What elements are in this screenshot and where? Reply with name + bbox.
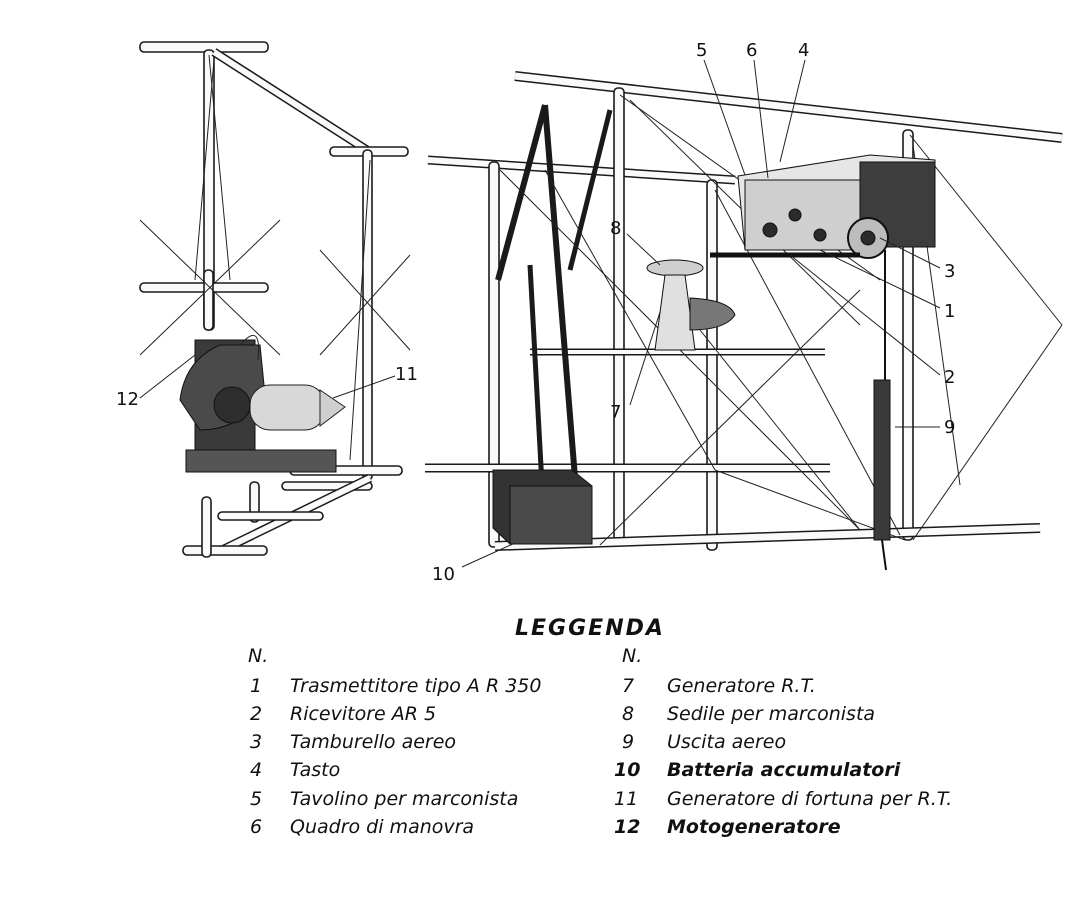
legend-item-number: 9 bbox=[622, 731, 634, 753]
left-frame bbox=[139, 41, 411, 558]
legend-left-column: 1 Trasmettitore tipo A R 350 2 Ricevitor… bbox=[250, 675, 541, 838]
legend-title: LEGGENDA bbox=[515, 616, 665, 641]
legend-item-number: 3 bbox=[250, 731, 262, 753]
callout-leaders bbox=[139, 59, 941, 568]
legend-item-text: Generatore di fortuna per R.T. bbox=[667, 788, 952, 810]
legend-item-number: 8 bbox=[622, 703, 634, 725]
callout-8: 8 bbox=[610, 218, 621, 239]
callout-1: 1 bbox=[944, 301, 955, 322]
legend-item-text: Ricevitore AR 5 bbox=[290, 703, 436, 725]
legend-item-text: Trasmettitore tipo A R 350 bbox=[290, 675, 541, 697]
legend-header-left: N. bbox=[248, 645, 268, 667]
legend-item-number: 10 bbox=[614, 759, 640, 781]
legend-item-text: Generatore R.T. bbox=[667, 675, 816, 697]
legend-item-number: 5 bbox=[250, 788, 262, 810]
legend-item-number: 12 bbox=[614, 816, 640, 838]
callout-9: 9 bbox=[944, 417, 955, 438]
legend-item-number: 4 bbox=[250, 759, 262, 781]
legend-item-text: Batteria accumulatori bbox=[667, 759, 901, 781]
legend-item-number: 1 bbox=[250, 675, 262, 697]
callout-4: 4 bbox=[798, 40, 809, 61]
callout-3: 3 bbox=[944, 261, 955, 282]
motogenerator-illustration bbox=[179, 334, 346, 473]
callout-11: 11 bbox=[395, 364, 418, 385]
legend-item-text: Tavolino per marconista bbox=[290, 788, 518, 810]
callout-2: 2 bbox=[944, 367, 955, 388]
callout-5: 5 bbox=[696, 40, 707, 61]
battery-illustration bbox=[492, 469, 593, 545]
legend-item-text: Quadro di manovra bbox=[290, 816, 474, 838]
callout-labels: 5 6 4 8 3 1 2 7 9 10 11 12 bbox=[116, 40, 955, 585]
legend-right-column: 7 Generatore R.T. 8 Sedile per marconist… bbox=[614, 675, 952, 838]
callout-10: 10 bbox=[432, 564, 455, 585]
legend: LEGGENDA N. N. 1 Trasmettitore tipo A R … bbox=[248, 616, 952, 838]
legend-header-right: N. bbox=[622, 645, 642, 667]
callout-7: 7 bbox=[610, 402, 621, 423]
legend-item-text: Tasto bbox=[290, 759, 340, 781]
legend-item-text: Motogeneratore bbox=[667, 816, 841, 838]
legend-item-number: 11 bbox=[614, 788, 638, 810]
operator-seat-illustration bbox=[646, 259, 736, 351]
legend-item-number: 6 bbox=[250, 816, 262, 838]
antenna-outlet-illustration bbox=[873, 250, 891, 571]
legend-item-number: 7 bbox=[622, 675, 634, 697]
legend-item-number: 2 bbox=[250, 703, 262, 725]
legend-item-text: Sedile per marconista bbox=[667, 703, 875, 725]
callout-6: 6 bbox=[746, 40, 757, 61]
callout-12: 12 bbox=[116, 389, 139, 410]
legend-item-text: Uscita aereo bbox=[667, 731, 786, 753]
legend-item-text: Tamburello aereo bbox=[290, 731, 456, 753]
